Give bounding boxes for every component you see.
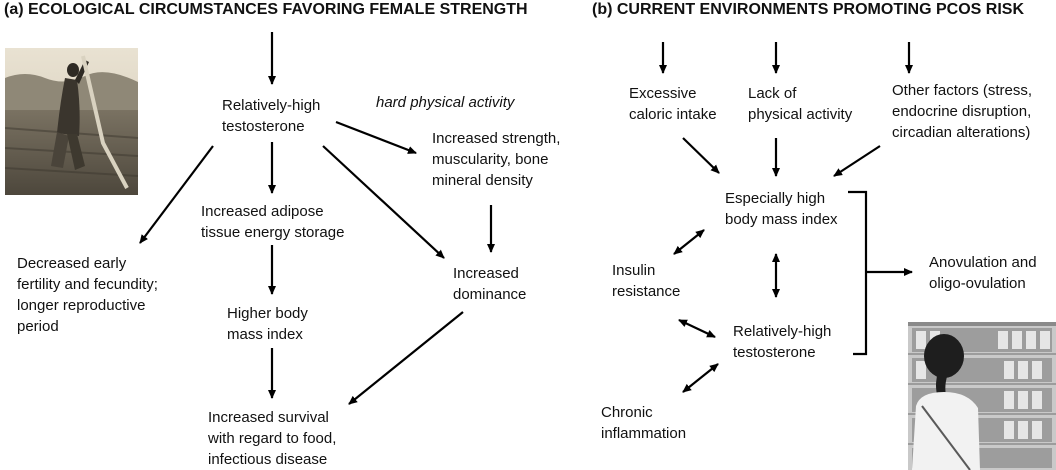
fertility-node: Decreased early fertility and fecundity;… — [17, 255, 158, 335]
arrow-insulin-bmi — [673, 229, 705, 255]
arrow-testosterone-to-fertility — [139, 145, 214, 244]
survival-node: Increased survival with regard to food, … — [208, 409, 337, 468]
testosterone-node-b: Relatively-high testosterone — [733, 323, 832, 361]
woman-hoeing-field-photo — [5, 48, 138, 195]
dominance-node: Increased dominance — [453, 265, 527, 303]
bmi-node-b: Especially high body mass index — [725, 190, 838, 228]
adipose-node: Increased adipose tissue energy storage — [201, 203, 345, 241]
arrow-insulin-testosterone — [678, 319, 716, 338]
panel-a-title: (a) ECOLOGICAL CIRCUMSTANCES FAVORING FE… — [4, 1, 528, 18]
bmi-node-a: Higher body mass index — [227, 305, 308, 343]
arrow-testosterone-to-strength — [335, 120, 417, 155]
other-factors-node: Other factors (stress, endocrine disrupt… — [892, 82, 1033, 141]
caloric-intake-node: Excessive caloric intake — [629, 85, 717, 123]
girl-at-supermarket-shelf-photo — [908, 322, 1056, 470]
panel-b-title: (b) CURRENT ENVIRONMENTS PROMOTING PCOS … — [592, 1, 1025, 18]
insulin-resistance-node: Insulin resistance — [612, 262, 681, 300]
strength-node: Increased strength, muscularity, bone mi… — [432, 130, 561, 189]
bracket-to-anovulation — [848, 190, 868, 356]
arrow-caloric-to-bmi — [682, 137, 720, 174]
arrow-testosterone-inflammation — [682, 363, 719, 393]
physical-activity-node: Lack of physical activity — [748, 85, 853, 123]
testosterone-node-a: Relatively-high testosterone — [222, 97, 321, 135]
arrow-testosterone-to-dominance — [322, 145, 445, 259]
hard-activity-label: hard physical activity — [376, 94, 515, 111]
anovulation-node: Anovulation and oligo-ovulation — [929, 254, 1037, 292]
arrow-dominance-to-survival — [348, 311, 464, 405]
arrow-other-to-bmi — [833, 145, 881, 177]
chronic-inflammation-node: Chronic inflammation — [601, 404, 687, 442]
